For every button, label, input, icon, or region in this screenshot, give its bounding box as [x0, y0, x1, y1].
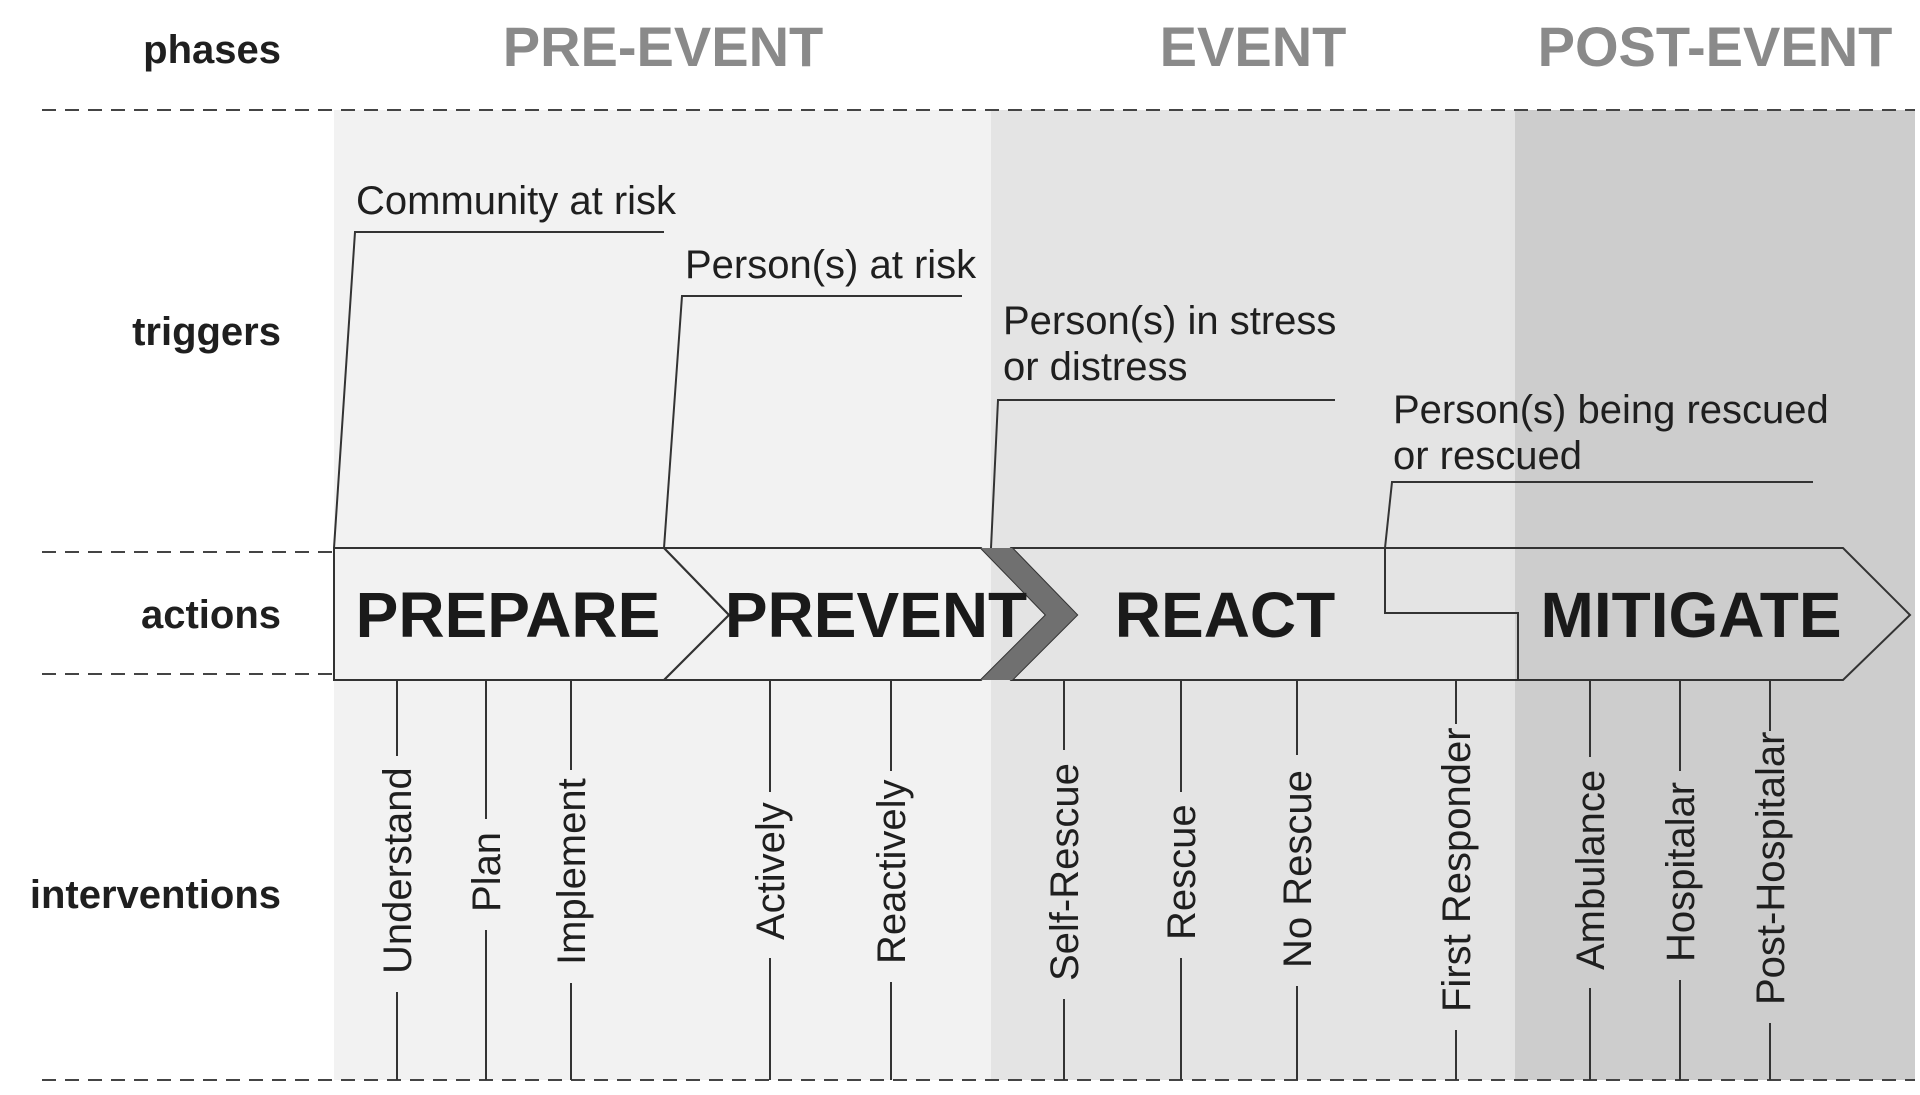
action-react-label: REACT [1115, 579, 1335, 651]
intervention-ticks [396, 680, 1771, 1080]
intervention-label-actively: Actively [749, 802, 793, 940]
phase-label-event: EVENT [1160, 15, 1347, 78]
intervention-label-self-rescue: Self-Rescue [1043, 763, 1087, 981]
intervention-label-ambulance: Ambulance [1569, 770, 1613, 970]
react-separator-chevron [981, 548, 1077, 680]
intervention-label-rescue: Rescue [1160, 804, 1204, 940]
trigger-community-at-risk: Community at risk [356, 179, 677, 223]
intervention-label-implement: Implement [550, 778, 594, 965]
intervention-label-plan: Plan [465, 832, 509, 912]
trigger-leader-line [1384, 481, 1813, 549]
intervention-label-reactively: Reactively [870, 779, 914, 964]
intervention-label-hospitalar: Hospitalar [1659, 782, 1703, 962]
event-background [991, 110, 1515, 1080]
post-event-background [1515, 110, 1915, 1080]
phase-label-post-event: POST-EVENT [1538, 15, 1893, 78]
trigger-leader-line [333, 231, 664, 549]
trigger-leader-line [663, 295, 962, 549]
action-prepare-label: PREPARE [356, 579, 661, 651]
pre-event-background [334, 110, 991, 1080]
phase-label-pre-event: PRE-EVENT [503, 15, 824, 78]
row-label-triggers: triggers [132, 310, 281, 354]
trigger-persons-at-risk: Person(s) at risk [685, 243, 977, 287]
trigger-persons-being-rescued: Person(s) being rescued or rescued [1393, 388, 1840, 478]
action-prevent-label: PREVENT [725, 579, 1027, 651]
row-label-actions: actions [141, 593, 281, 637]
row-label-phases: phases [143, 28, 281, 72]
row-label-interventions: interventions [30, 873, 281, 917]
action-mitigate-label: MITIGATE [1541, 579, 1842, 651]
intervention-label-no-rescue: No Rescue [1276, 770, 1320, 968]
intervention-label-first-responder: First Responder [1435, 727, 1479, 1012]
intervention-labels: Understand Plan Implement Actively Reactivel… [376, 727, 1793, 1012]
trigger-leader-line [990, 399, 1335, 549]
intervention-label-post-hospitalar: Post-Hospitalar [1749, 732, 1793, 1005]
trigger-persons-in-stress: Person(s) in stress or distress [1003, 299, 1348, 389]
intervention-label-understand: Understand [376, 767, 420, 974]
